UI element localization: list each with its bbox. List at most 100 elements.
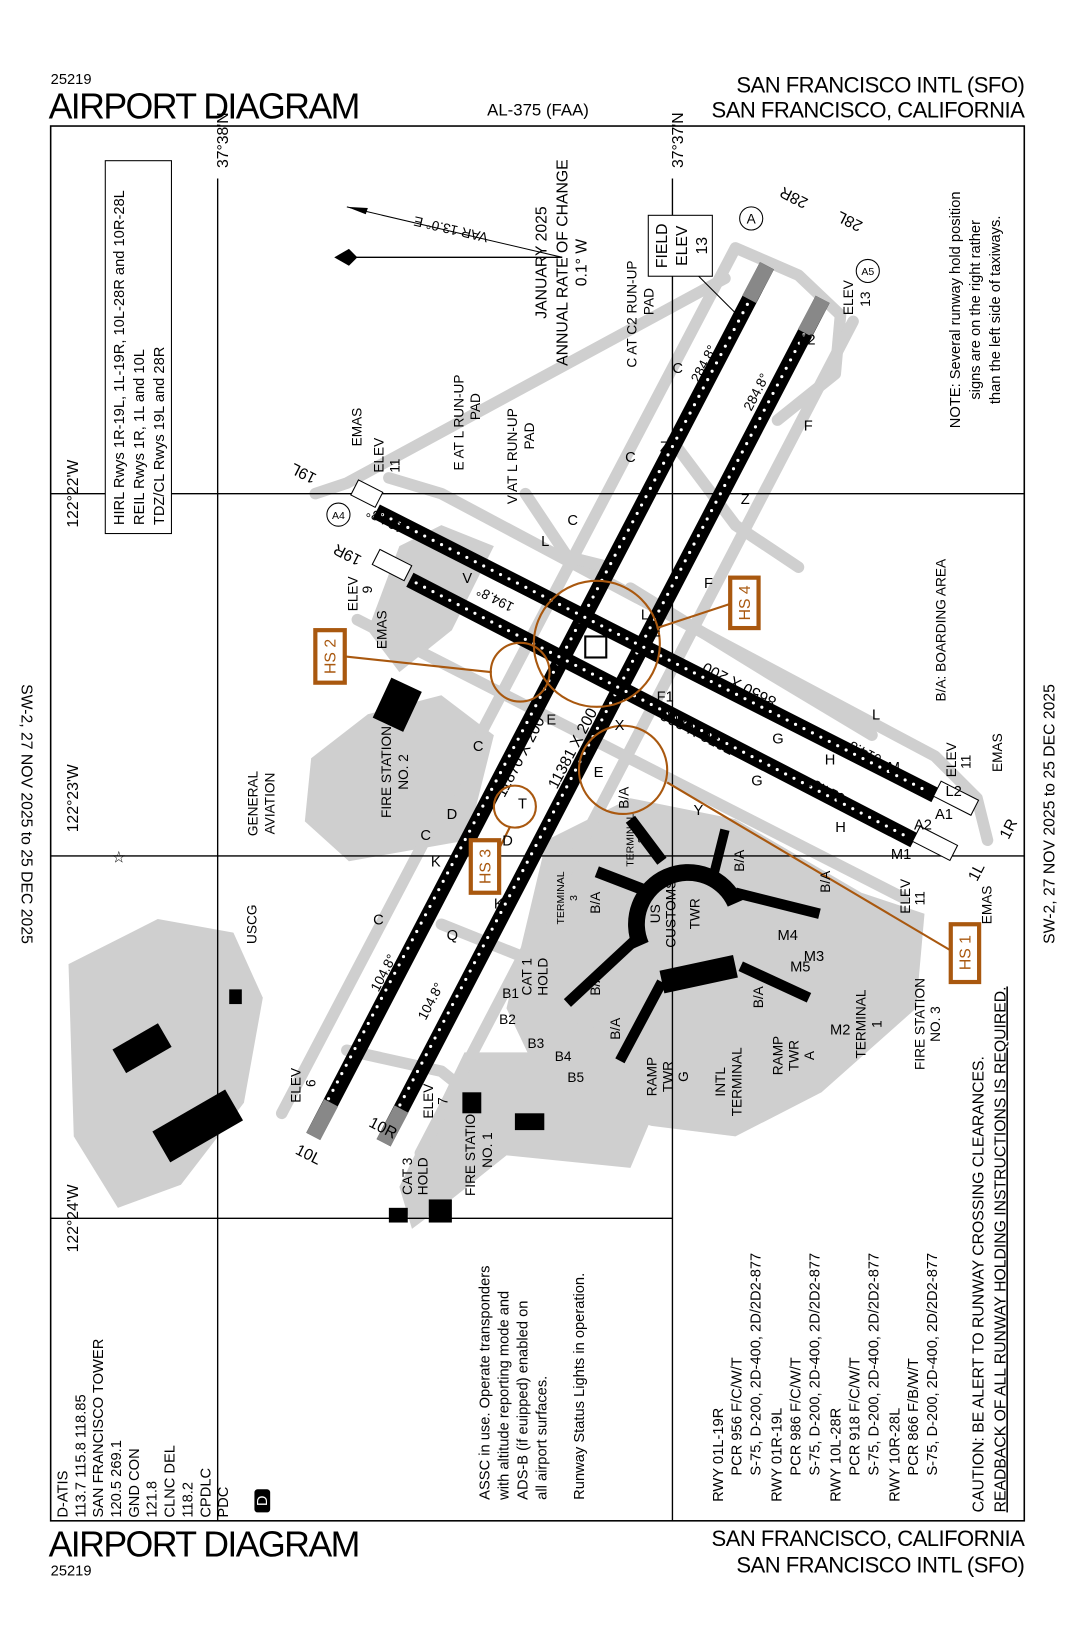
- hot-spot-2[interactable]: HS 2: [313, 628, 347, 685]
- elev-label: ELEV: [944, 741, 959, 777]
- taxiway-label: F2: [798, 332, 815, 348]
- elev-value: 13: [858, 291, 873, 306]
- hot-spot-3[interactable]: HS 3: [468, 838, 502, 895]
- lighting-line: TDZ/CL Rwys 19L and 28R: [152, 347, 168, 526]
- rwy-end-28L: 28L: [834, 207, 865, 234]
- note-line: NOTE: Several runway hold position: [948, 191, 964, 428]
- taxiway-label: M5: [790, 960, 810, 976]
- magvar-rate: 0.1° W: [573, 239, 590, 287]
- taxiway-label: L: [872, 707, 880, 723]
- chart-frame: [49, 125, 1026, 1522]
- al-number: AL-375 (FAA): [487, 101, 589, 120]
- taxiway-label: E: [594, 765, 604, 781]
- note-line: than the left side of taxiways.: [988, 216, 1004, 405]
- v-runup-label: PAD: [522, 422, 537, 449]
- elev-value: 11: [959, 755, 974, 769]
- taxiway-label: K: [494, 896, 504, 912]
- terminal-complex: [563, 815, 821, 1064]
- elev-label: ELEV: [421, 1083, 436, 1119]
- boarding-area-label: B/A: [732, 849, 747, 872]
- assc-line: all airport surfaces.: [534, 1376, 550, 1500]
- rwy-end-10L: 10L: [293, 1142, 324, 1169]
- lon-label-1: 122°22'W: [65, 460, 82, 528]
- elev-label: ELEV: [289, 1067, 304, 1103]
- taxiway-label: C: [567, 513, 578, 529]
- magvar-rate-label: ANNUAL RATE OF CHANGE: [554, 159, 571, 366]
- taxiway-label: B2: [499, 1012, 516, 1027]
- general-aviation: GENERAL: [246, 770, 261, 836]
- taxiway-label: T: [518, 797, 527, 813]
- airport-name-bottom: SAN FRANCISCO INTL (SFO): [736, 1552, 1024, 1577]
- ramp-tower-a: TWR: [786, 1040, 801, 1071]
- runway-info: RWY 01L-19R PCR 956 F/C/W/T S-75, D-200,…: [711, 1253, 941, 1502]
- ramp-tower-g: G: [676, 1071, 691, 1082]
- boarding-area-label: B/A: [751, 985, 766, 1008]
- rwy-info-strength: S-75, D-200, 2D-400, 2D/2D2-877: [749, 1253, 765, 1476]
- location-top: SAN FRANCISCO, CALIFORNIA: [712, 98, 1026, 123]
- lighting-line: REIL Rwys 1R, 1L and 10L: [132, 349, 148, 525]
- rwy-info-strength: S-75, D-200, 2D-400, 2D/2D2-877: [807, 1253, 823, 1476]
- airport-reference-icon: ☆: [112, 849, 126, 866]
- freq-line: 113.7 115.8 118.85: [73, 1394, 89, 1517]
- taxiway-label-a: A: [747, 212, 757, 227]
- taxiway-label: D: [447, 807, 458, 823]
- freq-line: SAN FRANCISCO TOWER: [91, 1339, 107, 1518]
- field-elev-line: FIELD: [654, 223, 671, 268]
- ramp-tower-g: RAMP: [645, 1057, 660, 1096]
- rwy-end-1L: 1L: [965, 861, 988, 885]
- freq-line: 118.2: [180, 1482, 196, 1518]
- elev-value: 9: [360, 586, 375, 594]
- note-line: signs are on the right rather: [968, 220, 984, 400]
- us-customs: CUSTOMS: [664, 880, 679, 948]
- rwy-info-pcr: PCR 866 F/B/W/T: [906, 1358, 922, 1476]
- cycle-left: SW-2, 27 NOV 2025 to 25 DEC 2025: [17, 684, 34, 944]
- rwy-info-strength: S-75, D-200, 2D-400, 2D/2D2-877: [866, 1253, 882, 1476]
- elev-value: 11: [913, 891, 928, 905]
- taxiway-label: F1: [657, 690, 674, 706]
- uscg-label: USCG: [245, 905, 260, 944]
- hot-spot-2-label: HS 2: [322, 639, 339, 674]
- elev-value: 11: [387, 458, 402, 472]
- hot-spot-4-label: HS 4: [737, 585, 754, 620]
- e-runup-label: PAD: [468, 393, 483, 420]
- terminal-3: TERMINAL: [555, 871, 567, 924]
- terminal-3: 3: [568, 895, 580, 901]
- rwy-info-name: RWY 01R-19L: [770, 1408, 786, 1502]
- taxiway-label: M3: [804, 949, 824, 965]
- hot-spots: [344, 579, 952, 952]
- v-runup-label: V AT L RUN-UP: [505, 408, 520, 504]
- fire-station-3: FIRE STATION: [913, 978, 928, 1070]
- taxiway-label: D: [502, 833, 513, 849]
- elev-value: 6: [303, 1079, 318, 1087]
- c-runup-label: C AT C2 RUN-UP: [625, 260, 640, 367]
- cat3-hold: CAT 3: [400, 1158, 415, 1195]
- assc-line: ASSC in use. Operate transponders: [478, 1265, 494, 1499]
- tower-label: TWR: [688, 898, 703, 929]
- general-aviation: AVIATION: [262, 773, 277, 835]
- taxiway-label: F: [651, 629, 660, 645]
- elev-label: ELEV: [345, 575, 360, 611]
- taxiway-label: L: [641, 608, 649, 624]
- lon-label-2: 122°23'W: [65, 764, 82, 832]
- taxiway-label: C: [625, 450, 636, 466]
- caution-line: READBACK OF ALL RUNWAY HOLDING INSTRUCTI…: [992, 986, 1009, 1512]
- rwy-info-name: RWY 01L-19R: [711, 1408, 727, 1502]
- hot-spot-4[interactable]: HS 4: [728, 575, 761, 631]
- hot-spot-1[interactable]: HS 1: [948, 922, 982, 985]
- pdc-badge: D: [255, 1496, 271, 1507]
- boarding-area-label: B/A: [608, 1017, 623, 1040]
- ramp-tower-a: A: [802, 1050, 817, 1060]
- rwy-end-28R: 28R: [777, 183, 810, 211]
- chart-number-bottom: 25219: [51, 1563, 92, 1579]
- taxiway-label: E: [546, 713, 556, 729]
- taxiway-label: A2: [914, 818, 932, 834]
- location-bottom: SAN FRANCISCO, CALIFORNIA: [712, 1526, 1026, 1551]
- emas-label: EMAS: [350, 408, 365, 447]
- taxiway-label: B4: [555, 1049, 572, 1064]
- freq-line: D-ATIS: [55, 1470, 71, 1517]
- taxiway-label: G: [772, 732, 783, 748]
- elev-value: 7: [436, 1097, 451, 1105]
- freq-line: CLNC DEL: [163, 1445, 179, 1518]
- runway-10L-28R: [306, 262, 774, 1141]
- rwy-end-1R: 1R: [997, 816, 1021, 842]
